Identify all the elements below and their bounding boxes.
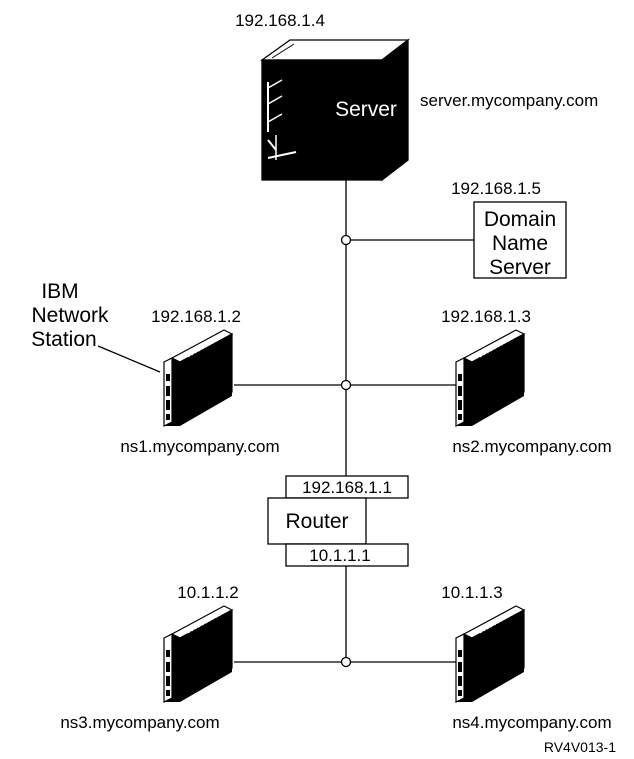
server-label: Server [335,98,397,121]
ns3-device-icon [163,605,233,703]
dns-box [473,201,567,279]
ns1-device-icon [163,329,233,427]
router-box [267,497,367,545]
ns3-hostname: ns3.mycompany.com [60,713,219,732]
dns-line-2: Name [492,232,548,255]
dns-line-3: Server [489,256,551,279]
junction-upper-lan [340,379,352,391]
ns4-device-icon [455,605,525,703]
dns-line-1: Domain [484,208,556,231]
callout-line-2: Network [31,304,109,327]
figure-id: RV4V013-1 [544,739,616,755]
router-label: Router [285,510,348,533]
ns3-ip: 10.1.1.2 [177,583,238,602]
dns-ip: 192.168.1.5 [451,179,541,198]
server-hostname: server.mycompany.com [420,91,598,110]
server-icon [259,38,410,182]
server-ip: 192.168.1.4 [235,11,325,30]
router-ip-bottom: 10.1.1.1 [309,546,370,565]
junction-lower-lan [340,656,352,668]
router-ip-top: 192.168.1.1 [302,478,392,497]
ns1-ip: 192.168.1.2 [151,307,241,326]
callout-line-1: IBM [41,280,78,303]
ns2-hostname: ns2.mycompany.com [452,437,611,456]
ns2-ip: 192.168.1.3 [441,307,531,326]
ns4-ip: 10.1.1.3 [441,583,502,602]
router-ip-bottom-box [285,543,409,567]
ns1-hostname: ns1.mycompany.com [120,437,279,456]
callout-line-3: Station [31,328,96,351]
junction-dns [340,234,352,246]
ns4-hostname: ns4.mycompany.com [452,713,611,732]
callout-pointer [97,345,161,373]
ns2-device-icon [455,329,525,427]
